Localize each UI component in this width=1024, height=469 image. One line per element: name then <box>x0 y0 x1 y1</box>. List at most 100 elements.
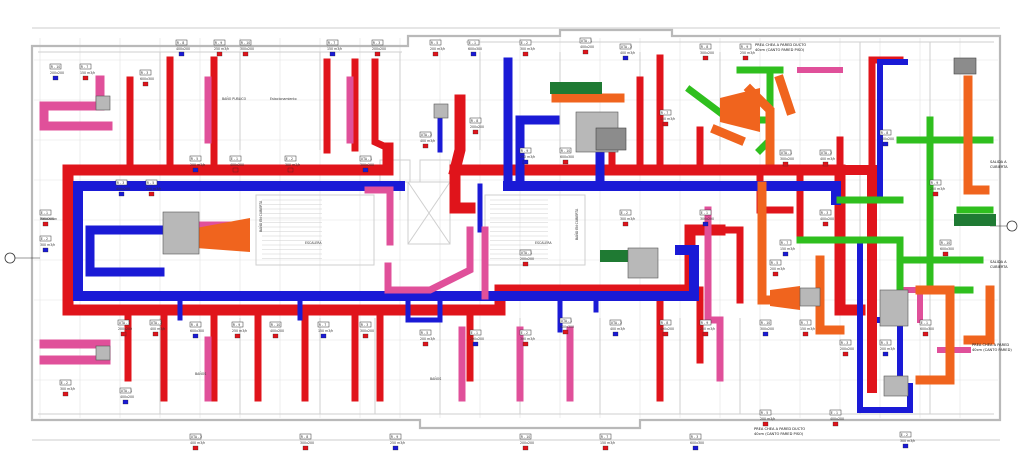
svg-text:200x200: 200x200 <box>840 347 854 351</box>
svg-text:R - 5: R - 5 <box>191 157 198 161</box>
equipment-unit <box>162 211 200 255</box>
note-right-mid-1b: CUBIERTA <box>990 165 1008 169</box>
svg-text:400x200: 400x200 <box>116 187 130 191</box>
svg-text:300x200: 300x200 <box>700 217 714 221</box>
svg-text:R - 3: R - 3 <box>841 341 848 345</box>
svg-text:R - 9: R - 9 <box>521 149 528 153</box>
svg-text:UTA - 1: UTA - 1 <box>781 151 792 155</box>
svg-text:R - 9: R - 9 <box>233 323 240 327</box>
note-right-mid-2b: CUBIERTA <box>990 265 1008 269</box>
equipment-unit <box>433 103 449 119</box>
ductwork <box>39 54 996 413</box>
svg-text:UTA - 1: UTA - 1 <box>581 39 592 43</box>
svg-text:300 m3/h: 300 m3/h <box>520 337 535 341</box>
room-label-e: BAÑO EN CUBIERTA <box>258 200 263 232</box>
svg-text:250 m3/h: 250 m3/h <box>520 155 535 159</box>
svg-text:200x200: 200x200 <box>118 327 132 331</box>
note-top-right-2: 40cm (CANTO PARED PISO) <box>755 48 805 52</box>
svg-text:400 m3/h: 400 m3/h <box>420 139 435 143</box>
svg-text:300 m3/h: 300 m3/h <box>520 47 535 51</box>
svg-text:R - 3: R - 3 <box>361 323 368 327</box>
svg-text:R - 10: R - 10 <box>561 149 570 153</box>
svg-text:300 m3/h: 300 m3/h <box>285 163 300 167</box>
svg-text:250 m3/h: 250 m3/h <box>232 329 247 333</box>
svg-text:R - 9: R - 9 <box>391 435 398 439</box>
svg-text:R - 10: R - 10 <box>521 435 530 439</box>
diffuser-tag: R - 9 250 m3/h <box>231 321 247 339</box>
svg-text:UTA - 1: UTA - 1 <box>521 251 532 255</box>
room-label-f: BAÑO EN CUBIERTA <box>574 208 579 240</box>
svg-text:UTA - 2: UTA - 2 <box>821 151 832 155</box>
svg-text:200x200: 200x200 <box>470 337 484 341</box>
room-label-i: Habitacion <box>40 217 57 221</box>
duct-transitions <box>196 88 800 310</box>
svg-text:150 m3/h: 150 m3/h <box>600 441 615 445</box>
diffuser-tag: R - 7 150 m3/h <box>79 63 95 81</box>
room-label-a: BAÑO PUBLICO <box>222 96 247 101</box>
equipment-unit <box>883 375 909 397</box>
svg-text:R - 3: R - 3 <box>821 211 828 215</box>
svg-text:E - 1: E - 1 <box>469 41 476 45</box>
exhaust-ducts <box>204 76 724 402</box>
note-right-mid-2: SALIDA A <box>990 260 1007 264</box>
svg-text:R - 8: R - 8 <box>301 435 308 439</box>
svg-text:600x300: 600x300 <box>560 325 574 329</box>
svg-text:R - 8: R - 8 <box>881 131 888 135</box>
room-label-h: BAÑOS <box>430 376 441 381</box>
svg-text:150 m3/h: 150 m3/h <box>80 71 95 75</box>
svg-text:R - 7: R - 7 <box>81 65 88 69</box>
svg-text:250 m3/h: 250 m3/h <box>700 327 715 331</box>
svg-text:250 m3/h: 250 m3/h <box>930 187 945 191</box>
svg-text:400x200: 400x200 <box>230 163 244 167</box>
svg-text:UTA - 2: UTA - 2 <box>151 321 162 325</box>
svg-text:300 m3/h: 300 m3/h <box>900 439 915 443</box>
svg-text:R - 10: R - 10 <box>761 321 770 325</box>
svg-text:300x200: 300x200 <box>40 217 54 221</box>
relief-ducts <box>551 74 995 385</box>
note-right-low-2: 40cm (CANTO PARED) <box>972 348 1012 352</box>
svg-text:400 m3/h: 400 m3/h <box>620 51 635 55</box>
svg-text:R - 5: R - 5 <box>761 411 768 415</box>
svg-text:R - 8: R - 8 <box>471 119 478 123</box>
svg-text:R - 7: R - 7 <box>781 241 788 245</box>
equipment-units <box>95 57 977 397</box>
svg-text:E - 2: E - 2 <box>521 331 528 335</box>
svg-text:R - 3: R - 3 <box>141 71 148 75</box>
diffuser-tag: UTA - 1 600x300 <box>559 317 574 335</box>
svg-text:R - 3: R - 3 <box>691 435 698 439</box>
svg-text:R - 8: R - 8 <box>701 45 708 49</box>
supply-cross-main <box>450 165 877 393</box>
return-inner-loop <box>85 57 605 277</box>
svg-text:150 m3/h: 150 m3/h <box>327 47 342 51</box>
svg-text:R - 7: R - 7 <box>328 41 335 45</box>
svg-text:UTA - 1: UTA - 1 <box>561 319 572 323</box>
svg-text:R - 5: R - 5 <box>771 261 778 265</box>
